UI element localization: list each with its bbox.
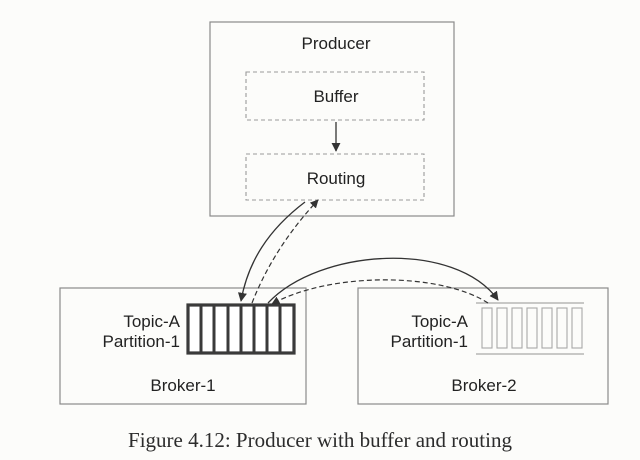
- broker-1-topic-label: Topic-A: [123, 312, 180, 331]
- broker-2-name: Broker-2: [451, 376, 517, 395]
- producer-box: [209, 21, 455, 217]
- broker-2-partition-label: Partition-1: [390, 332, 468, 351]
- replication-arrow: [267, 257, 499, 304]
- follower-partition-log: [476, 302, 584, 355]
- broker-1-partition-label: Partition-1: [102, 332, 180, 351]
- figure-caption: Figure 4.12: Producer with buffer and ro…: [128, 428, 512, 452]
- broker-1-name: Broker-1: [150, 376, 216, 395]
- routing-label: Routing: [306, 169, 366, 188]
- leader-partition-log: [186, 303, 296, 355]
- broker-1-box: [59, 287, 307, 405]
- replication-ack-arrow: [271, 279, 489, 305]
- broker-2-box: [357, 287, 609, 405]
- buffer-label: Buffer: [313, 87, 359, 106]
- routing-to-leader-arrow: [237, 201, 306, 302]
- broker-2-topic-label: Topic-A: [411, 312, 468, 331]
- buffer-box: [245, 71, 425, 121]
- producer-title: Producer: [301, 34, 371, 53]
